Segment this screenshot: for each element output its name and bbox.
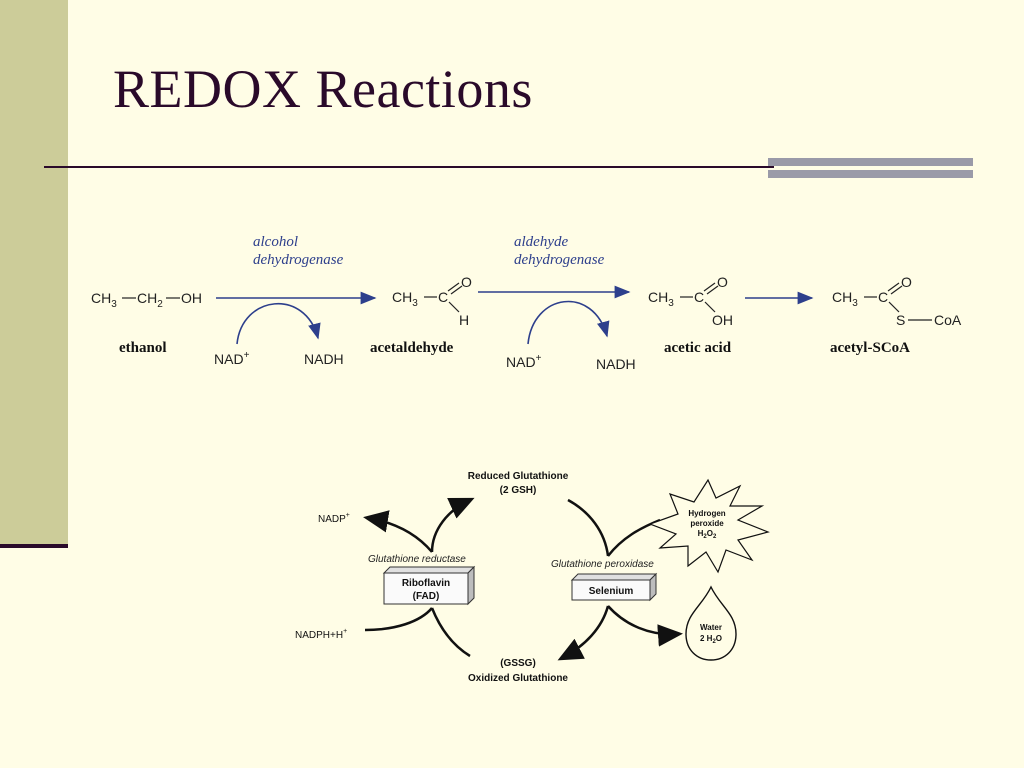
svg-text:CH3: CH3	[648, 289, 674, 309]
svg-text:OH: OH	[712, 312, 733, 328]
selenium-box: Selenium	[570, 572, 658, 602]
nad-plus-1: NAD+	[214, 350, 250, 367]
left-decor-rule	[0, 544, 68, 548]
svg-text:CoA: CoA	[934, 312, 962, 328]
nadp-arrow	[363, 510, 433, 553]
acetaldehyde-structure: CH3 C O H	[392, 274, 472, 328]
enzyme2-line1: aldehyde	[514, 234, 568, 250]
oxidized-glutathione-label: Oxidized Glutathione	[468, 673, 568, 684]
glutathione-peroxidase-label: Glutathione peroxidase	[551, 559, 654, 570]
enzyme1-line1: alcohol	[253, 234, 298, 250]
svg-text:C: C	[438, 289, 448, 305]
riboflavin-box: Riboflavin (FAD)	[382, 565, 476, 606]
svg-text:O: O	[901, 274, 912, 290]
label-acetic-acid: acetic acid	[664, 340, 732, 356]
svg-text:(FAD): (FAD)	[413, 591, 440, 602]
svg-text:2 H2O: 2 H2O	[700, 634, 722, 645]
glutathione-cycle: Reduced Glutathione (2 GSH) (GSSG) Oxidi…	[295, 471, 770, 684]
svg-text:Water: Water	[700, 623, 722, 632]
enzyme1-line2: dehydrogenase	[253, 252, 344, 268]
nadh-1: NADH	[304, 351, 344, 367]
left-decor-band	[0, 0, 68, 548]
nadh-2: NADH	[596, 356, 636, 372]
left-upper-arc	[430, 497, 475, 553]
nadp-label: NADP+	[318, 512, 350, 525]
label-acetyl-scoa: acetyl-SCoA	[830, 340, 910, 356]
title-accent-bars	[768, 158, 973, 178]
right-lower-arc	[557, 605, 610, 661]
svg-text:OH: OH	[181, 290, 202, 306]
label-acetaldehyde: acetaldehyde	[370, 340, 454, 356]
reduced-glutathione-label: Reduced Glutathione	[468, 471, 569, 482]
left-lower-arc	[430, 607, 471, 658]
title-underline	[44, 166, 774, 168]
svg-text:Selenium: Selenium	[589, 586, 634, 597]
svg-text:CH3: CH3	[392, 289, 418, 309]
svg-text:O: O	[717, 274, 728, 290]
svg-text:C: C	[878, 289, 888, 305]
nadph-arc	[364, 607, 433, 632]
enzyme2-line2: dehydrogenase	[514, 252, 605, 268]
oxidized-glutathione-formula: (GSSG)	[500, 658, 536, 669]
svg-text:H2O2: H2O2	[698, 529, 717, 540]
accent-bar-lower	[768, 170, 973, 178]
svg-text:peroxide: peroxide	[690, 519, 724, 528]
water-drop: Water 2 H2O	[685, 585, 737, 661]
nad-plus-2: NAD+	[506, 353, 542, 370]
svg-text:Hydrogen: Hydrogen	[688, 509, 725, 518]
acetyl-scoa-structure: CH3 C O S CoA	[832, 274, 962, 328]
svg-text:CH3: CH3	[832, 289, 858, 309]
ethanol-structure: CH3 CH2 OH	[91, 290, 202, 310]
hydrogen-peroxide-burst: Hydrogen peroxide H2O2	[648, 478, 770, 574]
cofactor-arc-2	[527, 300, 610, 345]
glutathione-reductase-label: Glutathione reductase	[368, 554, 466, 565]
svg-text:C: C	[694, 289, 704, 305]
svg-text:S: S	[896, 312, 905, 328]
svg-text:Riboflavin: Riboflavin	[402, 578, 450, 589]
svg-text:CH3: CH3	[91, 290, 117, 310]
acetic-acid-structure: CH3 C O OH	[648, 274, 733, 328]
svg-text:CH2: CH2	[137, 290, 163, 310]
nadph-label: NADPH+H+	[295, 628, 347, 641]
right-upper-arc	[567, 498, 610, 557]
reduced-glutathione-formula: (2 GSH)	[500, 485, 537, 496]
accent-bar-upper	[768, 158, 973, 166]
label-ethanol: ethanol	[119, 340, 167, 356]
svg-text:H: H	[459, 312, 469, 328]
cofactor-arc-1	[236, 302, 321, 345]
ethanol-to-acetyl-pathway: alcohol dehydrogenase aldehyde dehydroge…	[91, 234, 962, 372]
slide-title: REDOX Reactions	[113, 59, 533, 119]
svg-text:O: O	[461, 274, 472, 290]
water-arrow	[607, 605, 683, 647]
